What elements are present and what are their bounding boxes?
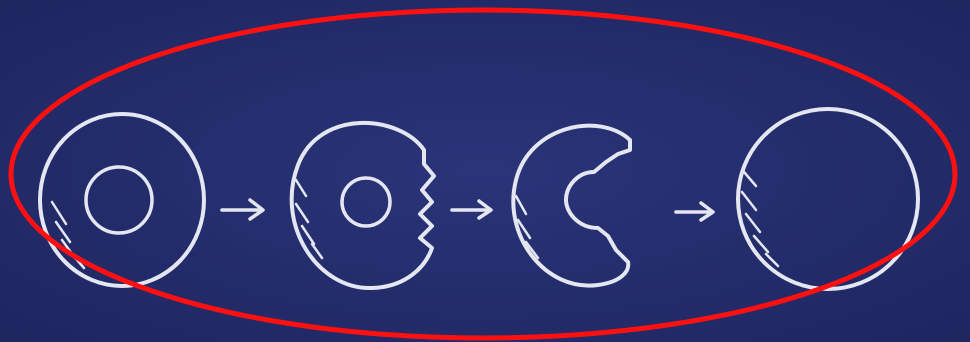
stage-2-inner-circle (340, 176, 392, 228)
stage-4-hatching (740, 170, 780, 268)
stage-1-outer-ring (38, 112, 206, 288)
stage-2-hatching (294, 178, 324, 260)
highlight-ellipse (8, 7, 958, 341)
stage-4-outer-circle (736, 107, 920, 291)
stage-4-full-circle (736, 107, 920, 291)
stage-3-hatching (514, 194, 540, 260)
arrow-3 (674, 201, 715, 222)
stage-3-outline (511, 123, 632, 288)
stage-2-bitten-ring (289, 121, 436, 291)
arrow-1 (220, 198, 265, 221)
chalk-strokes (38, 107, 920, 291)
stage-3-c-shape (511, 123, 632, 288)
stage-1-inner-circle (84, 165, 154, 235)
stage-2-outer-ring (289, 121, 436, 291)
arrow-2 (450, 199, 493, 220)
